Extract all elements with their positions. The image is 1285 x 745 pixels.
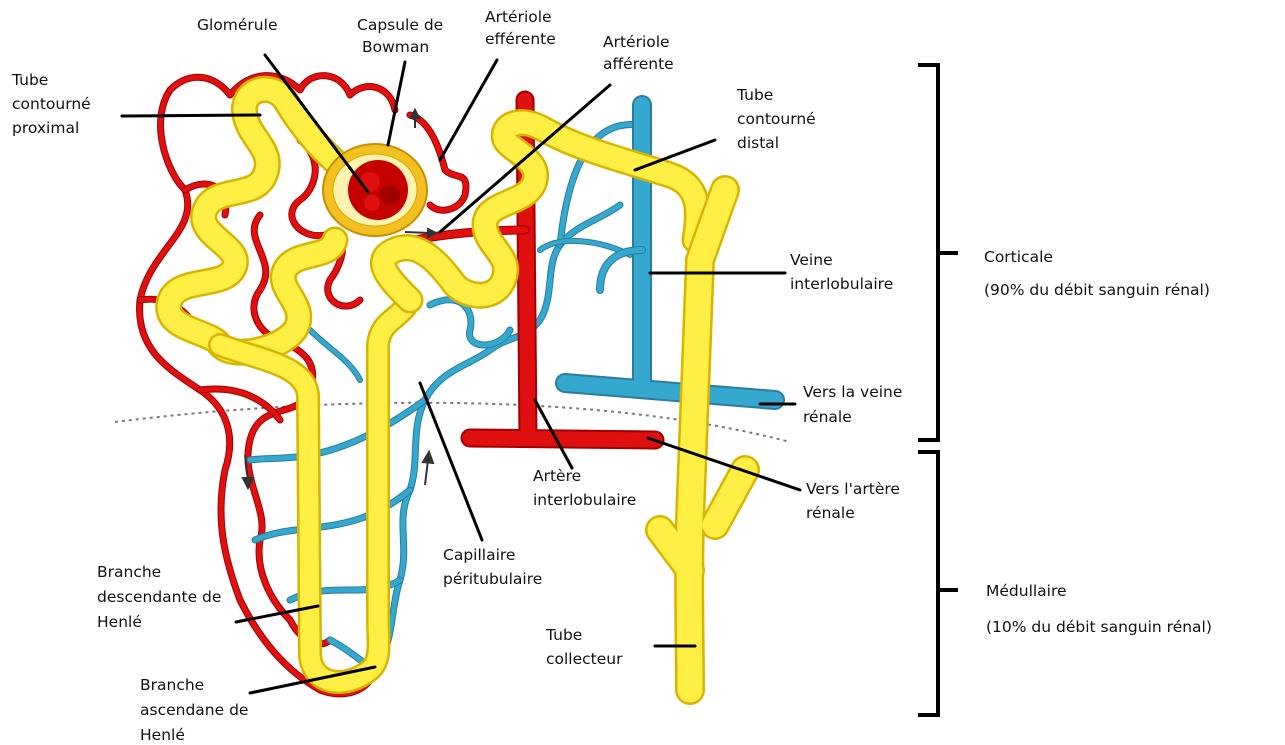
label-artere-interlobulaire: Artère interlobulaire	[533, 467, 636, 509]
label-tube-proximal: Tube contourné proximal	[11, 71, 96, 137]
label-capsule-bowman: Capsule de Bowman	[357, 16, 448, 56]
label-branche-ascendante: Branche ascendane de Henlé	[140, 676, 253, 744]
labels: Glomérule Capsule de Bowman Artériole ef…	[11, 8, 907, 744]
label-capillaire-peritubulaire: Capillaire péritubulaire	[443, 546, 542, 588]
glomerulus	[323, 144, 427, 236]
label-tube-collecteur: Tube collecteur	[545, 626, 623, 668]
label-tube-distal: Tube contourné distal	[736, 86, 821, 152]
region-corticale: Corticale (90% du débit sanguin rénal)	[984, 248, 1210, 299]
label-vers-veine-renale: Vers la veine rénale	[803, 383, 907, 426]
label-arteriole-afferente: Artériole afférente	[603, 33, 675, 73]
label-veine-interlobulaire: Veine interlobulaire	[790, 251, 893, 293]
label-glomerule: Glomérule	[197, 16, 277, 34]
label-arteriole-efferente: Artériole efférente	[485, 8, 557, 48]
leader-arteriole-efferente	[440, 60, 497, 160]
region-brackets: Corticale (90% du débit sanguin rénal) M…	[918, 65, 1212, 715]
label-vers-artere-renale: Vers l'artère rénale	[806, 480, 905, 522]
glomerulus-tuft	[348, 160, 408, 220]
bracket-medullaire	[918, 452, 938, 715]
leader-tube-proximal	[122, 115, 260, 116]
bracket-corticale	[918, 65, 938, 440]
region-medullaire: Médullaire (10% du débit sanguin rénal)	[986, 582, 1212, 636]
label-branche-descendante: Branche descendante de Henlé	[97, 563, 226, 631]
